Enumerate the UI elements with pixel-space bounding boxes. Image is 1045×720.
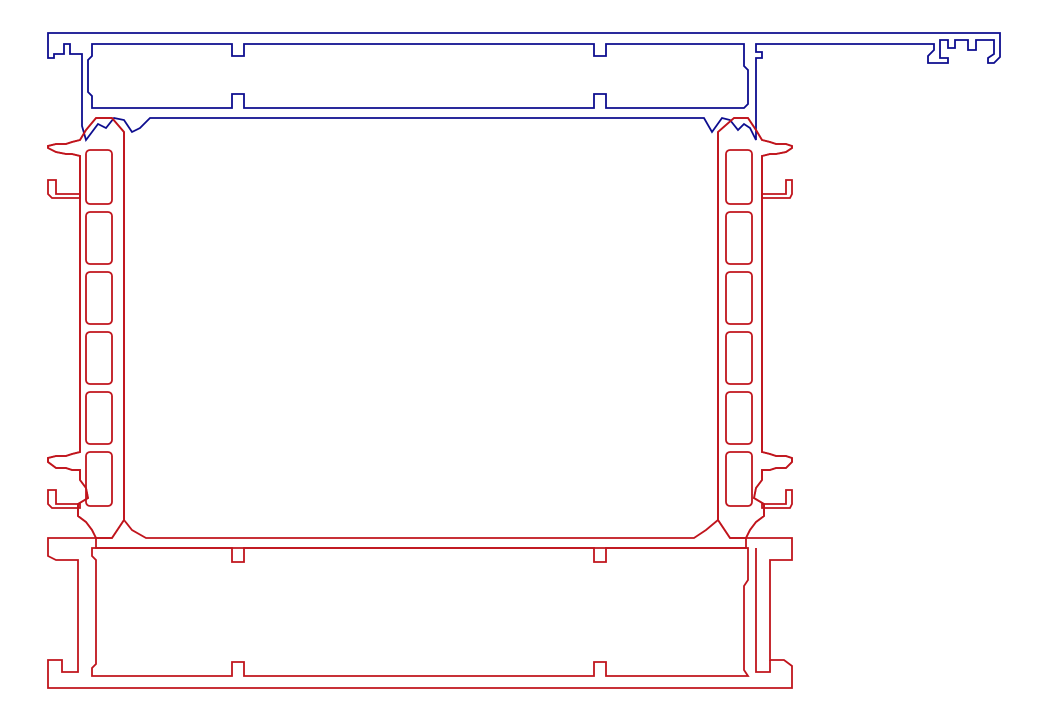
bottom-sill-top-rail [123,519,719,539]
right-mullion-outline [717,117,793,539]
right-chamber-1 [725,149,753,205]
top-cap-profile [47,32,1001,142]
right-chamber-4 [725,331,753,385]
left-chamber-6 [85,451,113,507]
right-mullion-hatched-wall [717,117,793,539]
right-mullion-chambers [725,149,753,507]
bottom-sill-inner-chamber [91,547,750,677]
left-chamber-5 [85,391,113,445]
right-mullion-lower-hook [761,489,793,509]
left-mullion-profile [47,117,125,539]
right-mullion-profile [717,117,793,539]
right-chamber-6 [725,451,753,507]
bottom-sill-right-leg [755,548,771,673]
right-mullion-upper-hook [761,179,793,199]
right-chamber-5 [725,391,753,445]
left-mullion-upper-hook [47,179,81,199]
bottom-sill-outer-outline [47,537,793,689]
top-cap-inner-chamber [87,43,749,109]
bottom-sill-profile [47,519,793,689]
left-chamber-4 [85,331,113,385]
left-mullion-chambers [85,149,113,507]
top-cap-outer-outline [47,32,1001,142]
right-chamber-3 [725,271,753,325]
left-mullion-outline [47,117,125,539]
left-chamber-3 [85,271,113,325]
left-chamber-2 [85,211,113,265]
left-mullion-lower-hook [47,489,81,509]
right-chamber-2 [725,211,753,265]
left-chamber-1 [85,149,113,205]
